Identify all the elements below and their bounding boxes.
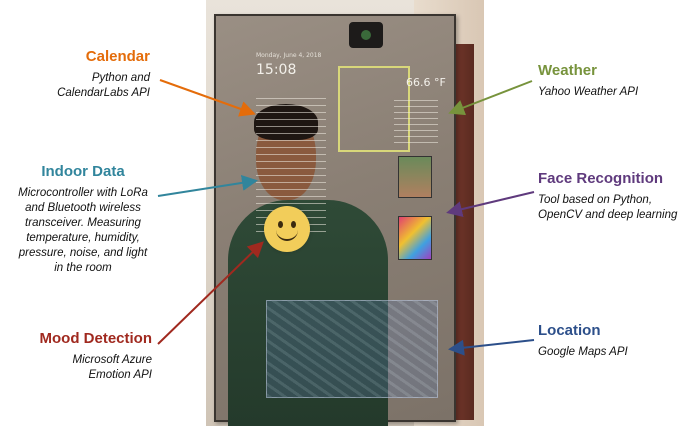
mood-desc-1: Microsoft Azure [72, 354, 152, 366]
calendar-desc-1: Python and [91, 72, 150, 84]
weather-annotation: Weather Yahoo Weather API [538, 62, 638, 100]
camera-icon [349, 22, 383, 48]
face-thumbnail [398, 156, 432, 198]
indoor-desc-2: and Bluetooth wireless [25, 202, 141, 214]
calendar-annotation: Calendar Python and CalendarLabs API [57, 48, 150, 101]
smiley-icon [264, 206, 310, 252]
face-arrow [446, 191, 535, 218]
mood-annotation: Mood Detection Microsoft Azure Emotion A… [40, 330, 153, 383]
map-overlay [266, 300, 438, 398]
location-arrow [448, 339, 535, 356]
mood-desc-2: Emotion API [88, 369, 153, 381]
face-annotation: Face Recognition Tool based on Python, O… [538, 170, 677, 223]
face-desc-1: Tool based on Python, [538, 194, 653, 206]
face-desc-2: OpenCV and deep learning [538, 209, 678, 221]
mood-title: Mood Detection [39, 330, 153, 347]
indoor-annotation: Indoor Data Microcontroller with LoRa an… [0, 163, 166, 276]
weather-title: Weather [538, 62, 597, 79]
calendar-arrow [159, 79, 256, 117]
mirror-date: Monday, June 4, 2018 [256, 52, 322, 59]
location-desc-1: Google Maps API [538, 346, 628, 358]
mirror-temperature: 66.6 °F [406, 76, 446, 89]
smart-mirror-photo: Monday, June 4, 2018 15:08 66.6 °F [206, 0, 484, 426]
mood-arrow [157, 241, 264, 345]
weather-forecast-overlay [394, 100, 438, 144]
indoor-desc-3: transceiver. Measuring [25, 217, 141, 229]
location-annotation: Location Google Maps API [538, 322, 628, 360]
weather-arrow [448, 80, 533, 116]
face-heatmap-thumbnail [398, 216, 432, 260]
indoor-desc-6: in the room [54, 262, 112, 274]
mirror-time: 15:08 [256, 62, 297, 78]
indoor-title: Indoor Data [41, 163, 125, 180]
weather-desc-1: Yahoo Weather API [538, 86, 639, 98]
location-title: Location [538, 322, 601, 339]
indoor-desc-4: temperature, humidity, [26, 232, 140, 244]
face-title: Face Recognition [538, 170, 664, 187]
indoor-desc-1: Microcontroller with LoRa [18, 187, 148, 199]
calendar-desc-2: CalendarLabs API [57, 87, 150, 99]
indoor-desc-5: pressure, noise, and light [18, 247, 148, 259]
calendar-title: Calendar [85, 48, 150, 65]
indoor-arrow [157, 174, 258, 197]
